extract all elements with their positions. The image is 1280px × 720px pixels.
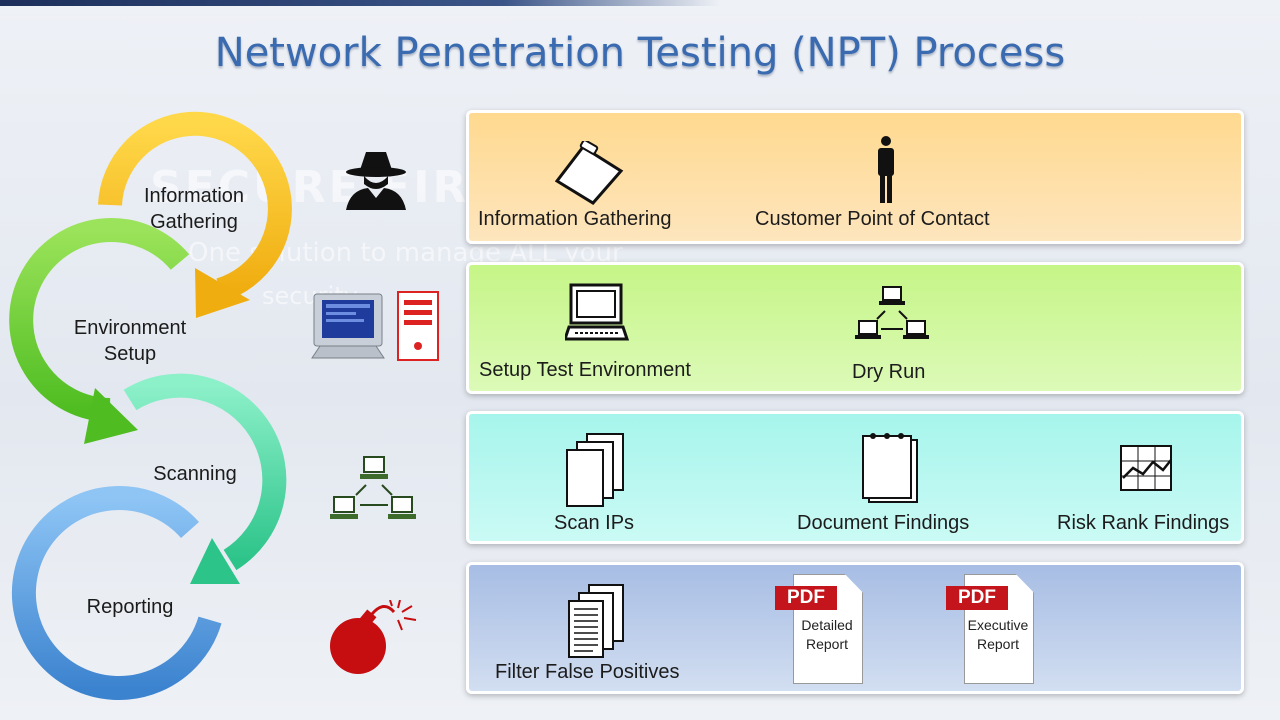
pdf-badge: PDF — [775, 586, 837, 610]
top-accent-bar — [0, 0, 720, 6]
pdf-caption-line2: Report — [977, 636, 1019, 652]
cycle-label-scanning: Scanning — [140, 461, 250, 487]
detailed-report-pdf-icon: PDF Detailed Report — [775, 574, 861, 684]
network-icon — [855, 285, 929, 343]
pages-icon — [563, 432, 627, 508]
computer-icon — [565, 283, 629, 343]
cycle-label-environment-setup: Environment Setup — [60, 315, 200, 367]
cycle-label-line1: Information — [144, 185, 244, 207]
pdf-caption-line2: Report — [806, 636, 848, 652]
cycle-label-line2: Setup — [104, 343, 156, 365]
network-icon — [330, 455, 416, 523]
line-chart-icon — [1119, 444, 1175, 494]
panel-information-gathering: Information Gathering Customer Point of … — [466, 110, 1244, 244]
item-label-setup-test-environment: Setup Test Environment — [479, 359, 691, 382]
item-label-filter-false-positives: Filter False Positives — [495, 661, 680, 684]
cycle-label-line2: Gathering — [150, 211, 238, 233]
text-pages-icon — [565, 583, 629, 659]
panel-scanning: Scan IPs Document Findings Risk Rank Fin… — [466, 411, 1244, 544]
cycle-label-reporting: Reporting — [75, 594, 185, 620]
item-label-document-findings: Document Findings — [797, 512, 969, 535]
item-label-dry-run: Dry Run — [852, 361, 925, 384]
slide-title: Network Penetration Testing (NPT) Proces… — [0, 30, 1280, 76]
item-label-risk-rank-findings: Risk Rank Findings — [1057, 512, 1229, 535]
panel-reporting: Filter False Positives PDF Detailed Repo… — [466, 562, 1244, 694]
pdf-caption: Executive Report — [964, 616, 1032, 654]
notepad-icon — [861, 432, 919, 504]
item-label-information-gathering: Information Gathering — [478, 208, 671, 231]
panel-environment-setup: Setup Test Environment Dry Run — [466, 262, 1244, 394]
pdf-caption: Detailed Report — [793, 616, 861, 654]
person-icon — [873, 135, 899, 205]
cycle-label-information-gathering: Information Gathering — [128, 183, 260, 235]
bomb-icon — [328, 600, 420, 678]
item-label-customer-point-of-contact: Customer Point of Contact — [755, 208, 990, 231]
pdf-caption-line1: Executive — [968, 617, 1029, 633]
executive-report-pdf-icon: PDF Executive Report — [946, 574, 1032, 684]
pdf-badge: PDF — [946, 586, 1008, 610]
clipboard-icon — [555, 141, 625, 207]
item-label-scan-ips: Scan IPs — [554, 512, 634, 535]
spy-icon — [340, 150, 412, 212]
cycle-label-line1: Environment — [74, 317, 186, 339]
workstation-server-icon — [310, 290, 440, 362]
pdf-caption-line1: Detailed — [801, 617, 852, 633]
